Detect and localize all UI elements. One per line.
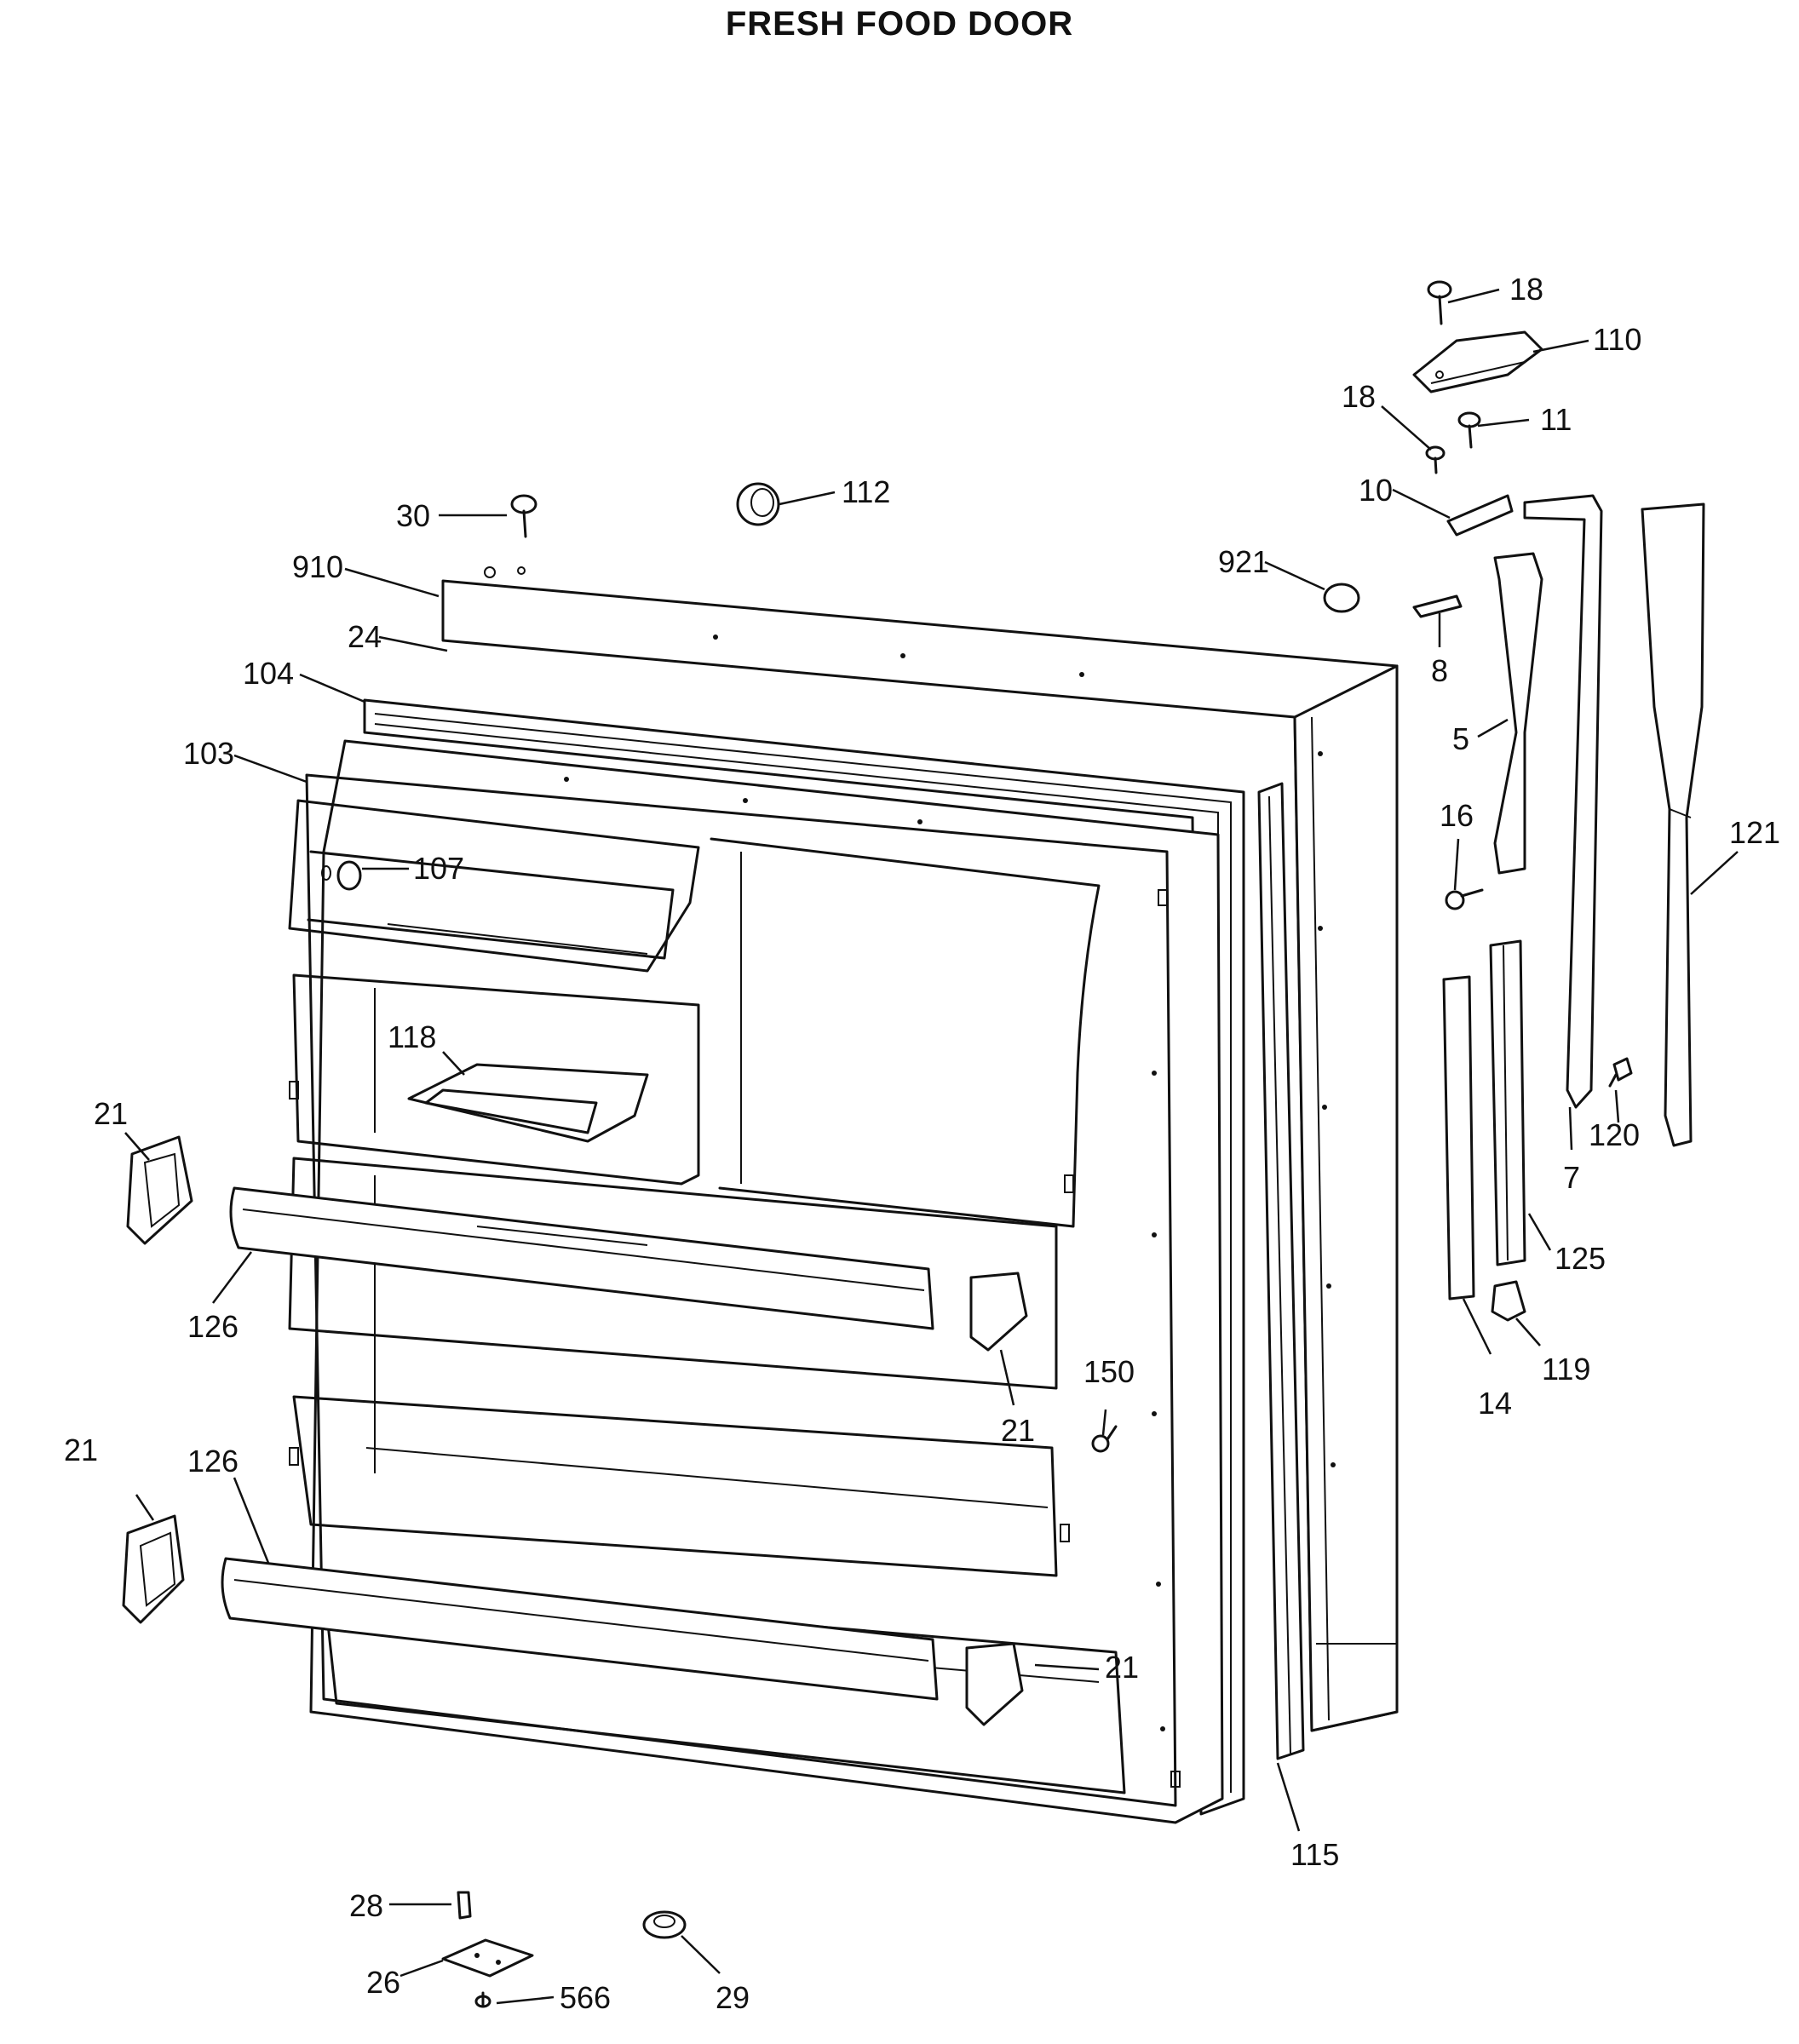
callout-921: 921 xyxy=(1218,544,1269,579)
pin-28 xyxy=(457,1891,472,1920)
butter-tray xyxy=(407,1063,649,1143)
callout-910: 910 xyxy=(292,549,343,584)
callout-29: 29 xyxy=(716,1980,750,2015)
plug-921 xyxy=(1323,583,1360,613)
screw-16 xyxy=(1445,888,1484,910)
callout-119: 119 xyxy=(1542,1352,1590,1387)
callout-115: 115 xyxy=(1290,1837,1339,1872)
cap-119 xyxy=(1491,1280,1526,1322)
callout-126-lower: 126 xyxy=(187,1444,239,1478)
callout-28: 28 xyxy=(349,1888,383,1923)
callout-11: 11 xyxy=(1540,402,1572,437)
screw-566 xyxy=(474,1991,491,2008)
callout-7: 7 xyxy=(1563,1160,1580,1195)
callout-21-upper-left: 21 xyxy=(94,1096,128,1131)
callout-112: 112 xyxy=(842,474,890,509)
callout-121: 121 xyxy=(1729,815,1780,850)
callout-26: 26 xyxy=(366,1965,400,2000)
callout-103: 103 xyxy=(183,736,234,771)
handle-insert-121 xyxy=(1641,502,1705,1147)
callout-150: 150 xyxy=(1083,1354,1135,1389)
screw-11 xyxy=(1457,411,1481,449)
callout-labels: 18 110 18 11 30 112 10 921 910 8 24 104 … xyxy=(64,272,1780,2015)
callout-118: 118 xyxy=(388,1019,436,1054)
callout-8: 8 xyxy=(1431,653,1448,688)
hinge-10 xyxy=(1446,494,1514,537)
hinge-cover-110 xyxy=(1412,330,1543,393)
callout-107: 107 xyxy=(413,851,464,886)
plug-button xyxy=(321,860,362,891)
hinge-plate-7 xyxy=(1523,494,1603,1109)
leader-lines xyxy=(124,288,1739,2005)
callout-18-top: 18 xyxy=(1509,272,1543,307)
callout-21-lower-left: 21 xyxy=(64,1433,98,1467)
screw-18-mid xyxy=(1425,445,1446,474)
callout-120: 120 xyxy=(1589,1117,1640,1152)
handle-5 xyxy=(1493,552,1543,875)
rail-end-cap-right-lower xyxy=(965,1642,1024,1726)
door-rail-upper xyxy=(229,1186,934,1330)
callout-30: 30 xyxy=(396,498,430,533)
screw-150 xyxy=(1091,1425,1118,1453)
callout-10: 10 xyxy=(1359,473,1393,508)
callout-18-mid: 18 xyxy=(1342,379,1376,414)
callout-126-upper: 126 xyxy=(187,1309,239,1344)
callout-104: 104 xyxy=(243,656,294,691)
screw-30 xyxy=(510,494,537,538)
callout-5: 5 xyxy=(1452,721,1469,756)
trim-strip-125 xyxy=(1489,939,1526,1266)
diagram-title: FRESH FOOD DOOR xyxy=(725,5,1074,43)
clip-8 xyxy=(1412,594,1463,618)
callout-21-upper-right: 21 xyxy=(1001,1413,1035,1448)
callout-16: 16 xyxy=(1440,798,1474,833)
screw-120 xyxy=(1608,1057,1633,1088)
outer-door-panel xyxy=(441,566,1399,1732)
callout-110: 110 xyxy=(1593,322,1641,357)
rail-end-cap-right-upper xyxy=(969,1272,1028,1352)
door-rail-lower xyxy=(221,1557,939,1701)
callout-14: 14 xyxy=(1478,1386,1512,1421)
side-seal-strip xyxy=(1257,782,1305,1760)
callout-566: 566 xyxy=(560,1980,611,2015)
callout-125: 125 xyxy=(1555,1241,1606,1276)
plug-112 xyxy=(736,482,780,526)
screw-18-top xyxy=(1427,280,1452,325)
callout-24: 24 xyxy=(348,619,382,654)
hinge-plate-26 xyxy=(441,1938,534,1978)
trim-strip-14 xyxy=(1442,975,1475,1300)
callout-21-lower-right: 21 xyxy=(1105,1650,1139,1685)
rail-end-cap-left-upper xyxy=(126,1135,193,1245)
rail-end-cap-left-lower xyxy=(122,1514,185,1624)
bushing-29 xyxy=(642,1910,687,1939)
